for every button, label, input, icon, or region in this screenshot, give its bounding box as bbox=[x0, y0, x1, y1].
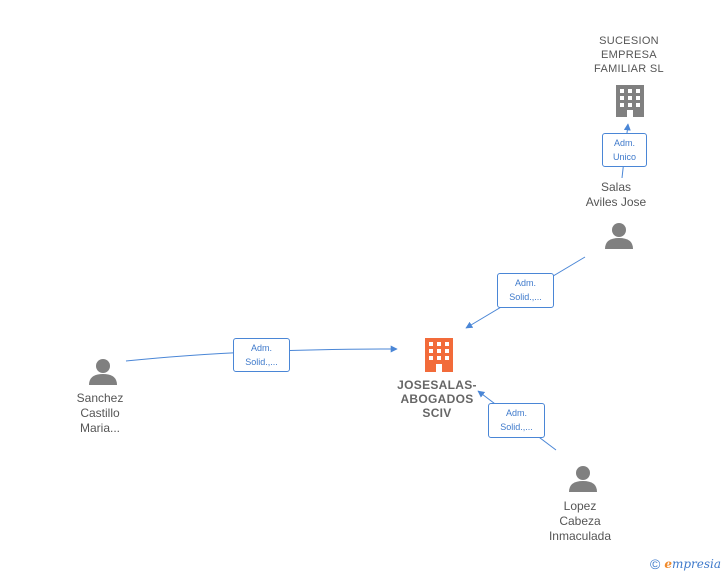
label-line: Salas bbox=[600, 180, 632, 194]
building-icon[interactable] bbox=[425, 338, 453, 372]
label-line: Inmaculada bbox=[548, 529, 612, 543]
building-icon[interactable] bbox=[616, 85, 644, 117]
person-icon[interactable] bbox=[89, 359, 117, 385]
edge-label-adm-solid-salas[interactable]: Adm. Solid.,... bbox=[497, 273, 554, 308]
copyright-icon: © bbox=[650, 556, 661, 572]
edge-label-adm-solid-lopez[interactable]: Adm. Solid.,... bbox=[488, 403, 545, 438]
edge-label-adm-solid-sanchez[interactable]: Adm. Solid.,... bbox=[233, 338, 290, 372]
person-icon[interactable] bbox=[605, 223, 633, 249]
label-line: JOSESALAS- bbox=[397, 378, 477, 392]
label-line: Adm. bbox=[250, 343, 272, 353]
label-line: Solid.,... bbox=[509, 292, 542, 302]
person-icon[interactable] bbox=[569, 466, 597, 492]
label-line: SCIV bbox=[422, 406, 452, 420]
node-label-lopez[interactable]: Lopez Cabeza Inmaculada bbox=[535, 499, 625, 544]
label-line: Solid.,... bbox=[500, 422, 533, 432]
label-line: FAMILIAR SL bbox=[594, 63, 664, 75]
label-line: Adm. bbox=[505, 408, 527, 418]
label-line: Lopez bbox=[563, 499, 597, 513]
label-line: Unico bbox=[612, 152, 636, 162]
label-line: Maria... bbox=[79, 421, 120, 435]
node-label-josesalas[interactable]: JOSESALAS- ABOGADOS SCIV bbox=[380, 378, 494, 420]
label-line: Adm. bbox=[613, 138, 635, 148]
label-line: Solid.,... bbox=[245, 357, 278, 367]
label-line: Adm. bbox=[514, 278, 536, 288]
label-line: SUCESION bbox=[599, 35, 659, 47]
label-line: Aviles Jose bbox=[585, 195, 647, 209]
node-label-sanchez[interactable]: Sanchez Castillo Maria... bbox=[60, 391, 140, 436]
label-line: Sanchez bbox=[76, 391, 124, 405]
label-line: ABOGADOS bbox=[400, 392, 474, 406]
edge-label-adm-unico[interactable]: Adm. Unico bbox=[602, 133, 647, 167]
node-label-sucesion[interactable]: SUCESION EMPRESA FAMILIAR SL bbox=[578, 34, 680, 76]
label-line: Cabeza bbox=[559, 514, 601, 528]
label-line: EMPRESA bbox=[601, 49, 657, 61]
node-label-salas[interactable]: Salas Aviles Jose bbox=[566, 180, 666, 210]
brand-logo[interactable]: empresia bbox=[664, 557, 722, 571]
footer-brand: © empresia bbox=[650, 555, 721, 573]
label-line: Castillo bbox=[80, 406, 120, 420]
